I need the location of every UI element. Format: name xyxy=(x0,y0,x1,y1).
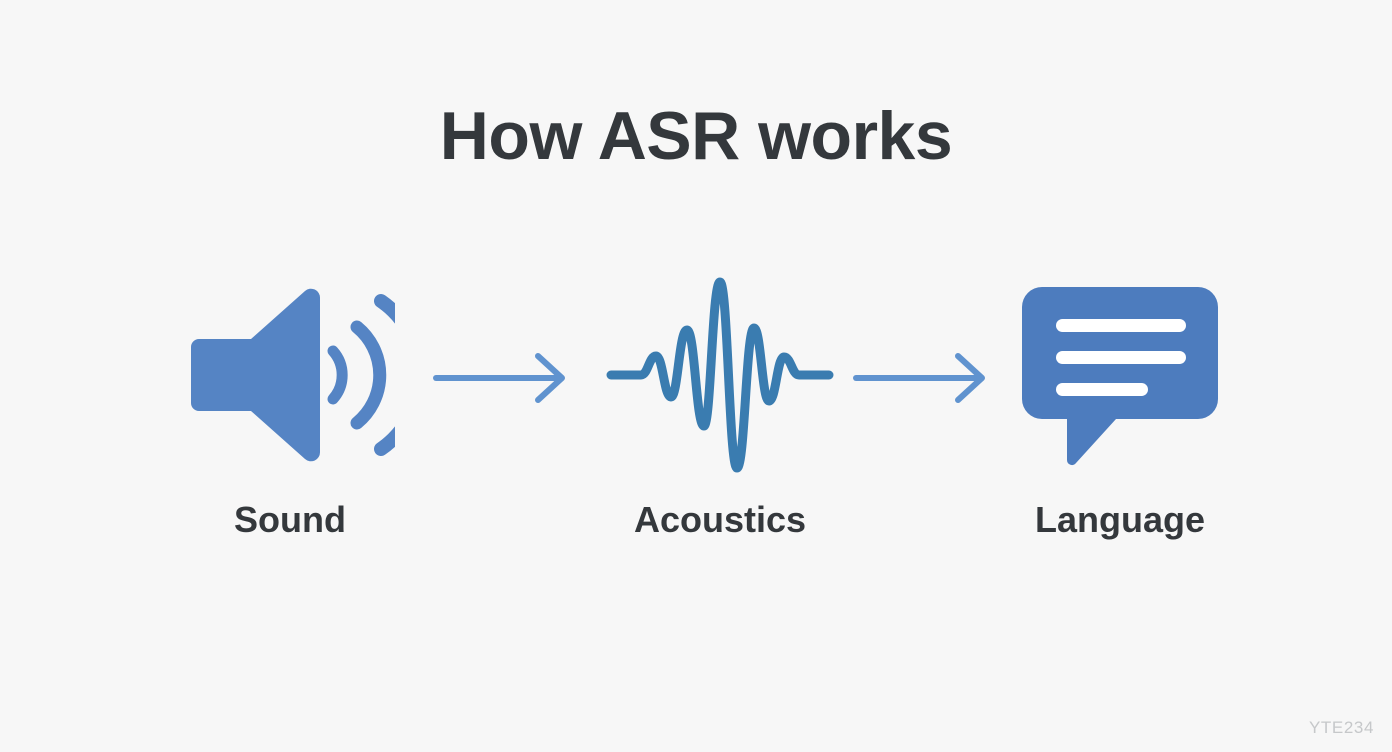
arrow-right-icon xyxy=(853,353,985,403)
asr-pipeline-diagram: Sound Acoustics xyxy=(0,270,1392,570)
pipeline-connector-1 xyxy=(420,348,590,408)
page-title: How ASR works xyxy=(439,98,953,174)
waveform-icon xyxy=(606,277,834,473)
pipeline-stage-language: Language xyxy=(990,270,1250,570)
pipeline-stage-label-language: Language xyxy=(1034,499,1205,540)
pipeline-stage-label-acoustics: Acoustics xyxy=(633,499,807,540)
pipeline-connector-2 xyxy=(840,348,1010,408)
speaker-volume-icon-wrap xyxy=(160,270,420,480)
arrow-right-icon xyxy=(433,353,565,403)
speaker-volume-icon xyxy=(191,288,395,462)
speech-bubble-icon xyxy=(1022,287,1218,465)
waveform-icon-wrap xyxy=(590,270,850,480)
watermark: YTE234 xyxy=(1308,718,1374,737)
pipeline-stage-acoustics: Acoustics xyxy=(590,270,850,570)
pipeline-stage-label-sound: Sound xyxy=(234,499,346,540)
pipeline-stage-sound: Sound xyxy=(160,270,420,570)
speech-bubble-icon-wrap xyxy=(990,270,1250,480)
